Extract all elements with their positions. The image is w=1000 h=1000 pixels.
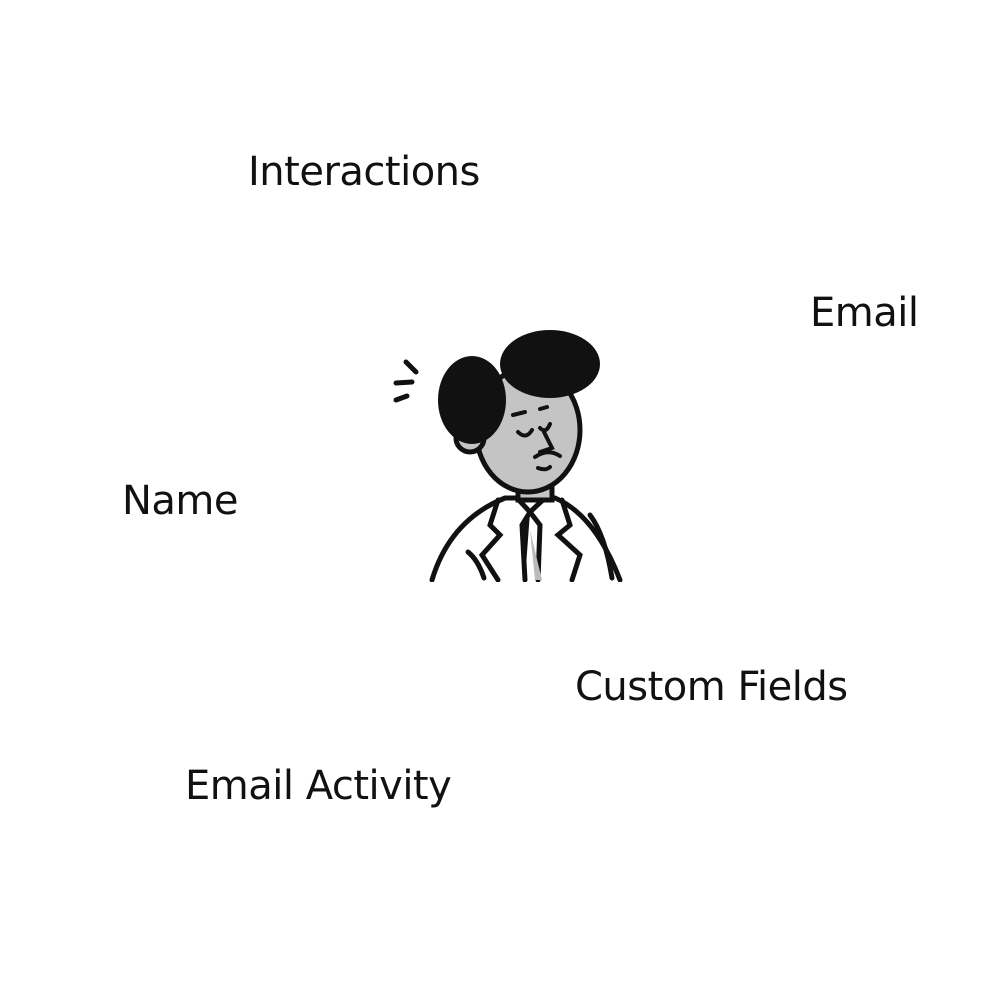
label-name: Name bbox=[122, 478, 239, 524]
label-email: Email bbox=[810, 290, 919, 336]
label-interactions: Interactions bbox=[248, 149, 480, 195]
label-email-activity: Email Activity bbox=[185, 763, 452, 809]
label-custom-fields: Custom Fields bbox=[575, 664, 848, 710]
confused-businessman-icon bbox=[393, 330, 623, 582]
